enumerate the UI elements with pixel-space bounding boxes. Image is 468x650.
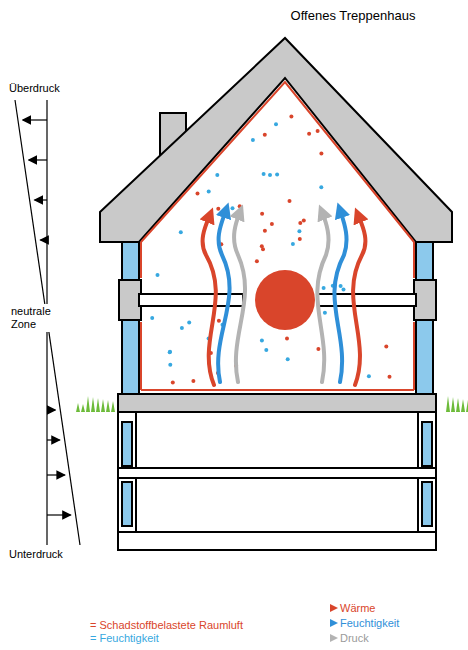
legend-item: Druck (340, 632, 369, 645)
diagram-title: Offenes Treppenhaus (291, 9, 416, 22)
inner-lining (141, 242, 414, 390)
upper-walls (119, 242, 436, 394)
air-dots (150, 115, 391, 385)
basement (118, 412, 436, 550)
pressure-label: Unterdruck (9, 548, 63, 561)
legend-text: = Feuchtigkeit (90, 632, 159, 644)
legend-item: = Feuchtigkeit (90, 632, 159, 645)
roof (100, 38, 452, 242)
legend-text: Wärme (340, 602, 375, 614)
pressure-label: Überdruck (9, 82, 60, 95)
floor-slab (118, 394, 436, 412)
legend-item: = Schadstoffbelastete Raumluft (90, 619, 243, 632)
legend-item: Wärme (340, 602, 375, 615)
pressure-label: neutrale Zone (9, 304, 57, 332)
legend-text: Druck (340, 632, 369, 644)
flow-arrows (203, 210, 366, 385)
inner-lining (141, 82, 414, 242)
legend-text: = Schadstoffbelastete Raumluft (90, 619, 243, 631)
legend-text: Feuchtigkeit (340, 617, 399, 629)
legend-markers (330, 604, 338, 642)
heat-source (255, 270, 315, 330)
legend-item: Feuchtigkeit (340, 617, 399, 630)
